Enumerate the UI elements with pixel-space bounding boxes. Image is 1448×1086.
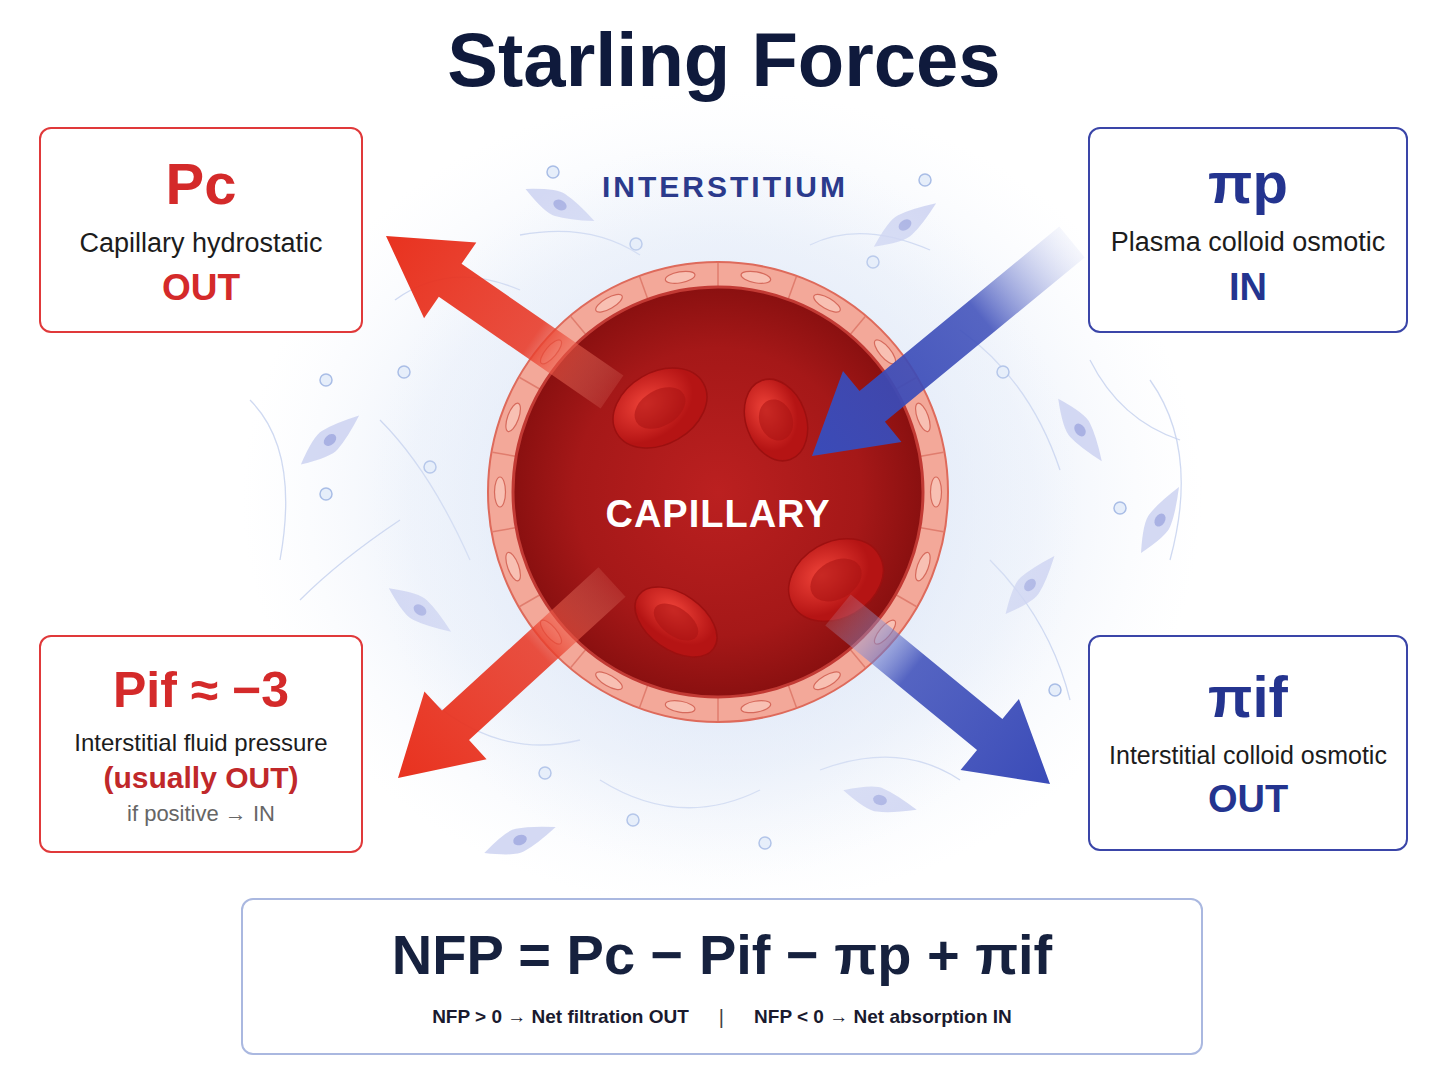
force-box: Pif ≈ −3 Interstitial fluid pressure (usua… — [39, 635, 363, 853]
node-heading: Pc — [166, 151, 237, 218]
interstitium-region: INTERSTITIUM CAPILLARY — [370, 140, 1080, 880]
equation-legend-row: NFP > 0 → Net filtration OUT | NFP < 0 → N… — [432, 1006, 1012, 1029]
red-blood-cell — [599, 352, 722, 464]
node-heading: πif — [1208, 664, 1288, 731]
red-blood-cell — [733, 370, 818, 469]
node-text: OUT — [162, 267, 240, 310]
node-text: Interstitial fluid pressure — [74, 729, 327, 757]
capillary-shape — [486, 260, 950, 724]
equation-box: NFP = Pc − Pif − πp + πifNFP > 0 → Net f… — [241, 898, 1203, 1055]
node-heading: πp — [1208, 150, 1288, 217]
capillary-vessel: CAPILLARY — [486, 260, 950, 724]
force-box: πpPlasma colloid osmoticIN — [1088, 127, 1408, 333]
diagram-title: Starling Forces — [0, 14, 1448, 106]
node-heading: CAPILLARY — [486, 493, 950, 537]
node-text: OUT — [1208, 778, 1288, 822]
node-text: | — [719, 1006, 724, 1029]
node-text: NFP < 0 → Net absorption IN — [754, 1006, 1012, 1028]
force-box: PcCapillary hydrostaticOUT — [39, 127, 363, 333]
node-text: Capillary hydrostatic — [79, 228, 322, 259]
force-arrow — [825, 595, 1050, 784]
node-heading: Pif ≈ −3 — [113, 662, 289, 720]
force-arrow — [386, 236, 623, 408]
node-text: IN — [1229, 266, 1267, 310]
force-arrow — [812, 227, 1085, 456]
force-box: πifInterstitial colloid osmoticOUT — [1088, 635, 1408, 851]
node-heading: INTERSTITIUM — [370, 170, 1080, 205]
node-heading: NFP = Pc − Pif − πp + πif — [392, 923, 1053, 987]
tissue-glow — [242, 90, 1202, 910]
red-blood-cell — [774, 522, 899, 638]
node-text: Interstitial colloid osmotic — [1109, 741, 1387, 770]
node-text: Plasma colloid osmotic — [1111, 227, 1386, 258]
node-text: NFP > 0 → Net filtration OUT — [432, 1006, 689, 1028]
red-blood-cell — [622, 573, 729, 672]
node-text: if positive → IN — [127, 801, 275, 826]
force-arrow — [398, 567, 626, 778]
node-text: (usually OUT) — [103, 761, 298, 796]
